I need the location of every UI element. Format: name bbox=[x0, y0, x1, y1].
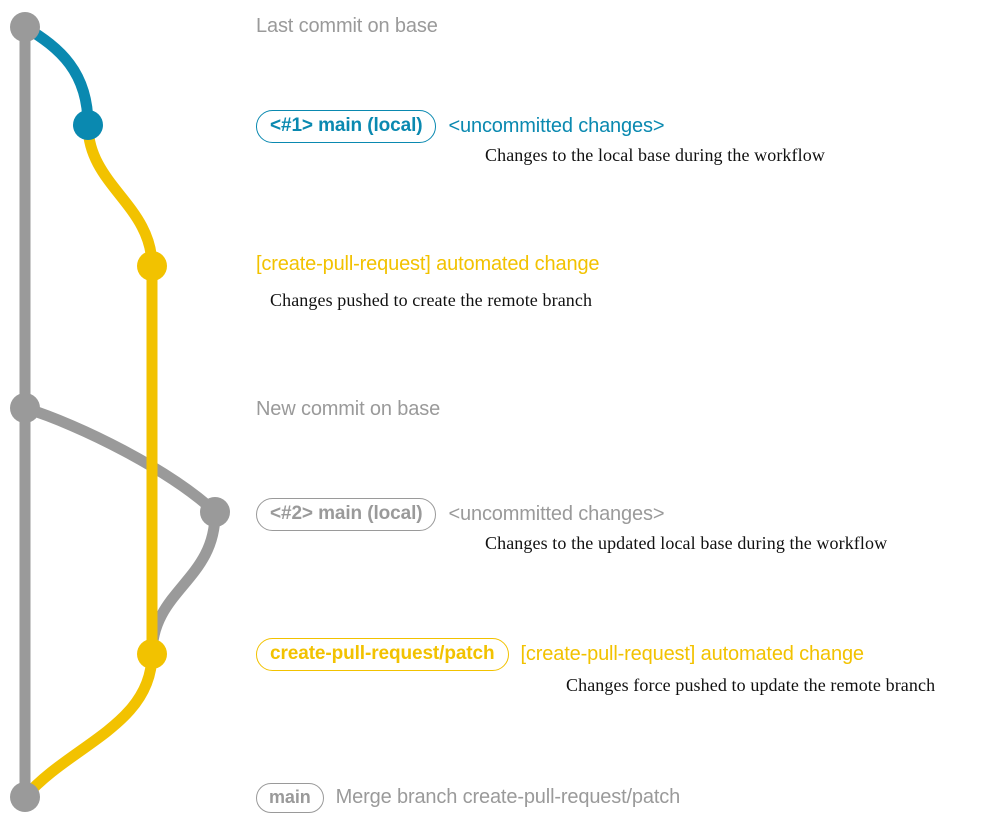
commit-note-local-uncommitted-1: Changes to the local base during the wor… bbox=[485, 145, 825, 165]
commit-entry-last-commit-on-base: Last commit on base bbox=[256, 15, 438, 38]
commit-node-remote-commit-1[interactable] bbox=[137, 251, 167, 281]
commit-entry-remote-automated-change-1: [create-pull-request] automated change bbox=[256, 253, 600, 276]
commit-subject: <uncommitted changes> bbox=[448, 114, 665, 137]
branch-badge-main[interactable]: main bbox=[256, 783, 324, 813]
branch-badge-main-local-2[interactable]: <#2> main (local) bbox=[256, 498, 437, 531]
branch-badge-create-pull-request-patch[interactable]: create-pull-request/patch bbox=[256, 638, 509, 671]
commit-node-local-commit-2[interactable] bbox=[200, 497, 230, 527]
commit-subject: Last commit on base bbox=[256, 15, 438, 37]
commit-node-local-commit-1[interactable] bbox=[73, 110, 103, 140]
commit-node-remote-commit-2[interactable] bbox=[137, 639, 167, 669]
commit-entry-merge-commit: main Merge branch create-pull-request/pa… bbox=[256, 783, 680, 813]
commit-note-remote-automated-change-1: Changes pushed to create the remote bran… bbox=[270, 290, 593, 310]
commit-entry-new-commit-on-base: New commit on base bbox=[256, 398, 440, 421]
edge-base-to-local2 bbox=[19, 402, 221, 518]
commit-node-base-merge-commit[interactable] bbox=[10, 782, 40, 812]
commit-subject: New commit on base bbox=[256, 398, 441, 420]
commit-note-local-uncommitted-2: Changes to the updated local base during… bbox=[485, 533, 888, 553]
commit-entry-local-uncommitted-2: <#2> main (local) <uncommitted changes> bbox=[256, 498, 665, 531]
commit-subject: [create-pull-request] automated change bbox=[520, 642, 865, 665]
commit-entry-remote-automated-change-2: create-pull-request/patch [create-pull-r… bbox=[256, 638, 864, 671]
commit-note-remote-automated-change-2: Changes force pushed to update the remot… bbox=[566, 675, 936, 695]
edge-remote2-to-merge bbox=[19, 648, 158, 803]
commit-node-base-new-commit[interactable] bbox=[10, 393, 40, 423]
commit-subject: Merge branch create-pull-request/patch bbox=[335, 786, 681, 809]
edge-local1-to-remote1 bbox=[82, 119, 158, 272]
commit-subject: <uncommitted changes> bbox=[448, 502, 665, 525]
commit-entry-local-uncommitted-1: <#1> main (local) <uncommitted changes> bbox=[256, 110, 665, 143]
commit-subject: [create-pull-request] automated change bbox=[256, 253, 600, 275]
commit-node-base-last-commit[interactable] bbox=[10, 12, 40, 42]
branch-badge-main-local-1[interactable]: <#1> main (local) bbox=[256, 110, 437, 143]
